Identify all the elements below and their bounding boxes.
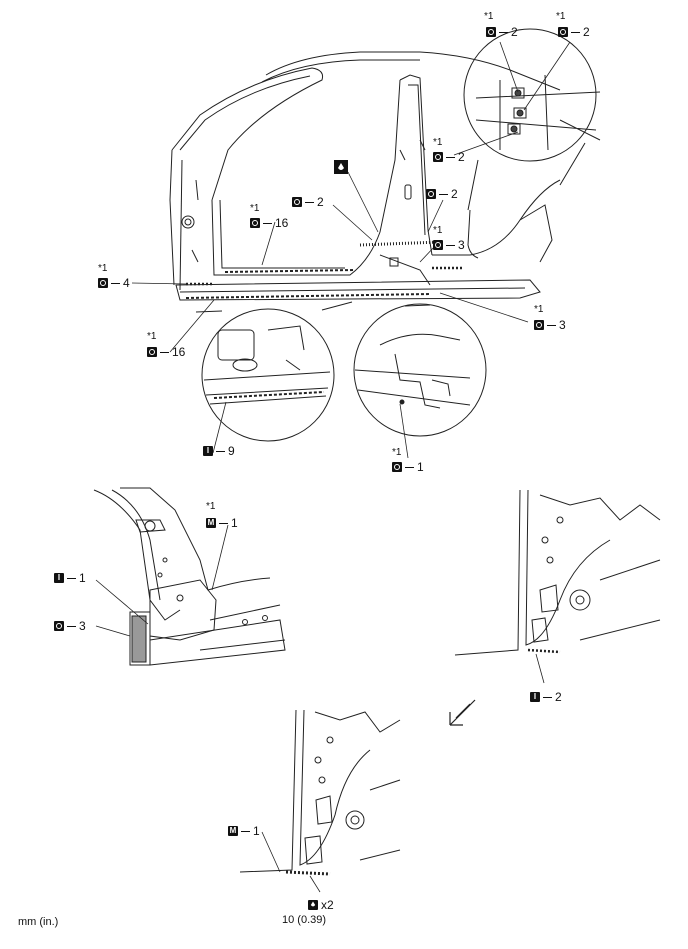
weld-point-icon xyxy=(147,347,157,357)
weld-point-icon xyxy=(292,197,302,207)
callout-c12: 1 xyxy=(392,460,424,474)
note-marker: *1 xyxy=(534,304,544,315)
note-marker: *1 xyxy=(556,11,566,22)
callout-c1: 2 xyxy=(486,25,518,39)
note-marker: *1 xyxy=(206,501,216,512)
weld-point-icon xyxy=(98,278,108,288)
i-symbol-icon: I xyxy=(54,573,64,583)
detail-right-drawing xyxy=(454,489,661,656)
weld-point-icon xyxy=(534,320,544,330)
note-marker: *1 xyxy=(433,137,443,148)
callout-c2: 2 xyxy=(558,25,590,39)
weld-point-icon xyxy=(433,240,443,250)
step-arrow xyxy=(449,699,476,726)
callout-c9: 16 xyxy=(147,345,185,359)
weld-point-icon xyxy=(426,189,436,199)
callout-c7: 16 xyxy=(250,216,288,230)
callout-d3: 3 xyxy=(54,619,86,633)
callout-c6: 3 xyxy=(433,238,465,252)
zoom-circle-b-pillar-top xyxy=(463,28,601,259)
note-marker: *1 xyxy=(98,263,108,274)
units-note: mm (in.) xyxy=(18,916,59,928)
note-marker: *1 xyxy=(484,11,494,22)
note-marker: *1 xyxy=(147,331,157,342)
i-symbol-icon: I xyxy=(203,446,213,456)
weld-point-icon xyxy=(392,462,402,472)
zoom-circle-b-pillar-base xyxy=(353,303,487,437)
callout-c4: 2 xyxy=(292,195,324,209)
weld-point-icon xyxy=(558,27,568,37)
callout-c10: 3 xyxy=(534,318,566,332)
m-symbol-icon: M xyxy=(206,518,216,528)
zoom-circle-rocker-left xyxy=(195,301,353,442)
note-marker: *1 xyxy=(392,447,402,458)
sealer-count: x2 xyxy=(321,898,334,912)
weld-point-icon xyxy=(250,218,260,228)
weld-point-icon xyxy=(433,152,443,162)
weld-point-icon xyxy=(54,621,64,631)
callout-c5: 2 xyxy=(426,187,458,201)
dimension-label: 10 (0.39) xyxy=(282,914,327,926)
i-symbol-icon: I xyxy=(530,692,540,702)
detail-bottom-drawing xyxy=(239,709,401,876)
callout-c3: 2 xyxy=(433,150,465,164)
callout-c8: 4 xyxy=(98,276,130,290)
vehicle-body-overview xyxy=(169,51,561,301)
m-symbol-icon: M xyxy=(228,826,238,836)
leader-lines xyxy=(95,41,571,893)
note-marker: *1 xyxy=(433,225,443,236)
sealer-icon-overview xyxy=(334,160,348,174)
sealer-spec: x2 xyxy=(308,898,334,912)
note-marker: *1 xyxy=(250,203,260,214)
detail-left-drawing xyxy=(93,487,286,666)
weld-point-icon xyxy=(486,27,496,37)
sealer-icon xyxy=(308,900,318,910)
